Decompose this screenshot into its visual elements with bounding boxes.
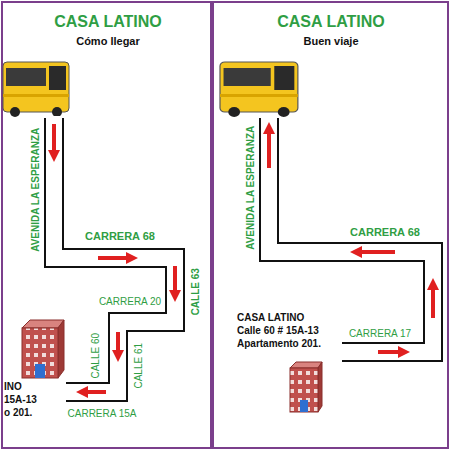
address-text: Apartamento 201. bbox=[237, 338, 321, 350]
road bbox=[54, 116, 175, 392]
street-name: CARRERA 17 bbox=[349, 328, 411, 340]
street-name: CARRERA 20 bbox=[99, 296, 161, 308]
map-subtitle: Cómo llegar bbox=[76, 35, 140, 48]
street-name: AVENIDA LA ESPERANZA bbox=[245, 126, 257, 250]
address-text: CASA LATINO bbox=[237, 312, 304, 324]
address-text: INO bbox=[4, 381, 22, 393]
street-name: CARRERA 68 bbox=[350, 226, 420, 239]
street-name: CARRERA 68 bbox=[85, 230, 155, 243]
street-name: CALLE 61 bbox=[133, 343, 145, 389]
bus-icon bbox=[220, 62, 298, 117]
building-icon bbox=[22, 320, 64, 378]
address-text: 15A-13 bbox=[4, 394, 37, 406]
address-text: Calle 60 # 15A-13 bbox=[237, 325, 319, 337]
address-text: o 201. bbox=[4, 407, 32, 419]
bus-icon bbox=[3, 62, 69, 117]
map-subtitle: Buen viaje bbox=[303, 35, 358, 48]
direction-arrow bbox=[54, 124, 175, 392]
panel-frame bbox=[213, 2, 448, 448]
building-icon bbox=[290, 362, 322, 412]
panel-frame bbox=[2, 2, 211, 448]
street-name: CARRERA 15A bbox=[68, 408, 137, 420]
street-name: CALLE 60 bbox=[90, 333, 102, 379]
map-title: CASA LATINO bbox=[54, 13, 162, 31]
map-title: CASA LATINO bbox=[277, 13, 385, 31]
street-name: CALLE 63 bbox=[190, 268, 202, 315]
street-name: AVENIDA LA ESPERANZA bbox=[30, 128, 42, 252]
